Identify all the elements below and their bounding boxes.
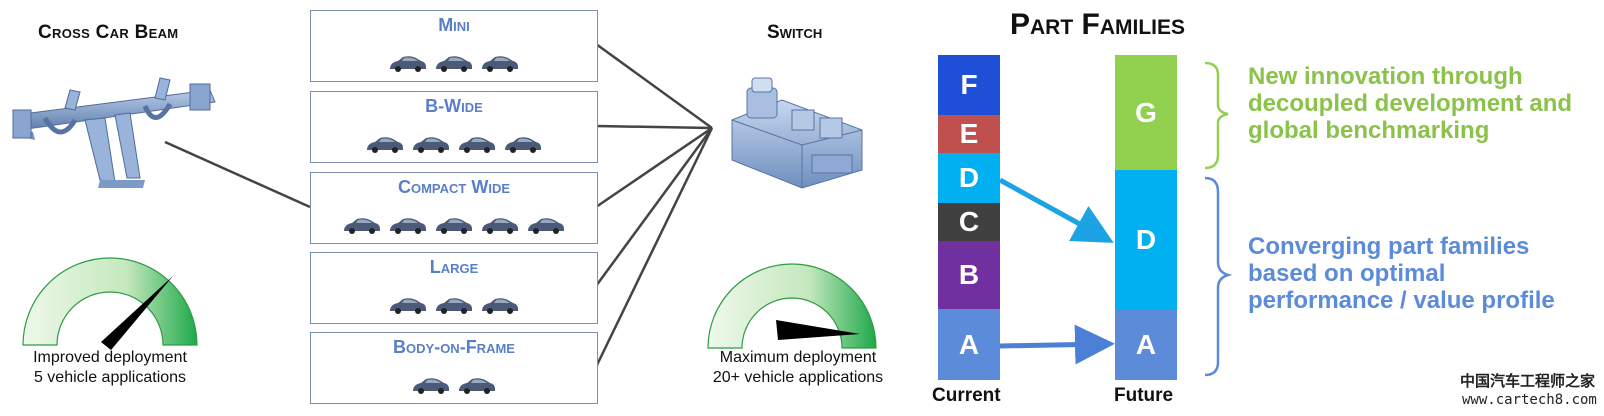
car-icon — [434, 53, 474, 73]
car-icon — [388, 53, 428, 73]
current-segment-c: C — [938, 203, 1000, 241]
car-row — [311, 53, 597, 73]
segment-label-b-wide: B-Wide — [425, 96, 483, 116]
segment-label-compact-wide: Compact Wide — [397, 177, 511, 197]
car-icon — [526, 215, 566, 235]
car-icon — [342, 215, 382, 235]
watermark-chinese: 中国汽车工程师之家 — [1460, 373, 1596, 390]
cross-car-beam-illustration — [12, 77, 216, 188]
left-gauge-caption-line2: 5 vehicle applications — [33, 369, 187, 386]
innovation-description: New innovation through decoupled develop… — [1248, 63, 1572, 144]
car-icon — [480, 295, 520, 315]
cross-car-beam-title: Cross Car Beam — [38, 22, 179, 43]
car-icon — [480, 215, 520, 235]
car-row — [311, 375, 597, 395]
car-icon — [480, 53, 520, 73]
part-families-title: Part Families — [1010, 8, 1185, 41]
current-bar: F E D C B A — [938, 55, 1000, 380]
car-row — [311, 134, 597, 154]
segment-label-mini: Mini — [438, 15, 470, 35]
future-label: Future — [1114, 385, 1174, 406]
right-gauge-caption-line2: 20+ vehicle applications — [712, 369, 884, 386]
car-icon — [503, 134, 543, 154]
brace-bottom — [1204, 176, 1233, 377]
car-icon — [434, 215, 474, 235]
segment-label-body-on-frame: Body-on-Frame — [393, 337, 515, 357]
segment-box-b-wide: B-Wide — [310, 91, 598, 163]
car-icon — [388, 215, 428, 235]
arrow-a-to-a — [999, 324, 1115, 365]
gauge-needle-left — [101, 276, 173, 350]
segment-box-large: Large — [310, 252, 598, 324]
current-segment-e: E — [938, 115, 1000, 153]
innovation-line-1: New innovation through — [1248, 63, 1523, 90]
car-icon — [411, 134, 451, 154]
switch-title: Switch — [767, 22, 823, 43]
car-icon — [434, 295, 474, 315]
brace-top — [1204, 61, 1229, 170]
future-segment-d: D — [1115, 170, 1177, 310]
car-icon — [411, 375, 451, 395]
car-icon — [388, 295, 428, 315]
converging-line-3: performance / value profile — [1248, 287, 1555, 314]
converging-line-2: based on optimal — [1248, 260, 1446, 287]
converging-line-1: Converging part families — [1248, 233, 1530, 260]
deployment-gauge-left — [22, 257, 198, 350]
car-icon — [457, 134, 497, 154]
left-gauge-caption-line1: Improved deployment — [33, 349, 187, 366]
future-segment-a: A — [1115, 310, 1177, 380]
current-segment-d: D — [938, 153, 1000, 203]
right-gauge-caption-line1: Maximum deployment — [719, 349, 877, 366]
current-label: Current — [932, 385, 1001, 406]
converging-description: Converging part families based on optima… — [1248, 233, 1555, 314]
watermark-url: www.cartech8.com — [1462, 392, 1597, 408]
car-icon — [457, 375, 497, 395]
segment-label-large: Large — [429, 257, 479, 277]
segment-box-compact-wide: Compact Wide — [310, 172, 598, 244]
segment-box-mini: Mini — [310, 10, 598, 82]
arrow-d-to-d — [998, 177, 1114, 243]
current-segment-b: B — [938, 241, 1000, 309]
segment-box-body-on-frame: Body-on-Frame — [310, 332, 598, 404]
right-gauge-caption: Maximum deployment 20+ vehicle applicati… — [688, 348, 908, 388]
innovation-line-2: decoupled development and — [1248, 90, 1573, 117]
current-segment-a: A — [938, 309, 1000, 380]
car-row — [311, 295, 597, 315]
current-segment-f: F — [938, 55, 1000, 115]
switch-illustration — [731, 77, 863, 189]
future-bar: G D A — [1115, 55, 1177, 380]
car-row — [311, 215, 597, 235]
car-icon — [365, 134, 405, 154]
gauge-needle-right — [776, 320, 860, 340]
deployment-gauge-right — [707, 263, 877, 349]
future-segment-g: G — [1115, 55, 1177, 170]
innovation-line-3: global benchmarking — [1248, 117, 1490, 144]
left-gauge-caption: Improved deployment 5 vehicle applicatio… — [5, 348, 215, 388]
